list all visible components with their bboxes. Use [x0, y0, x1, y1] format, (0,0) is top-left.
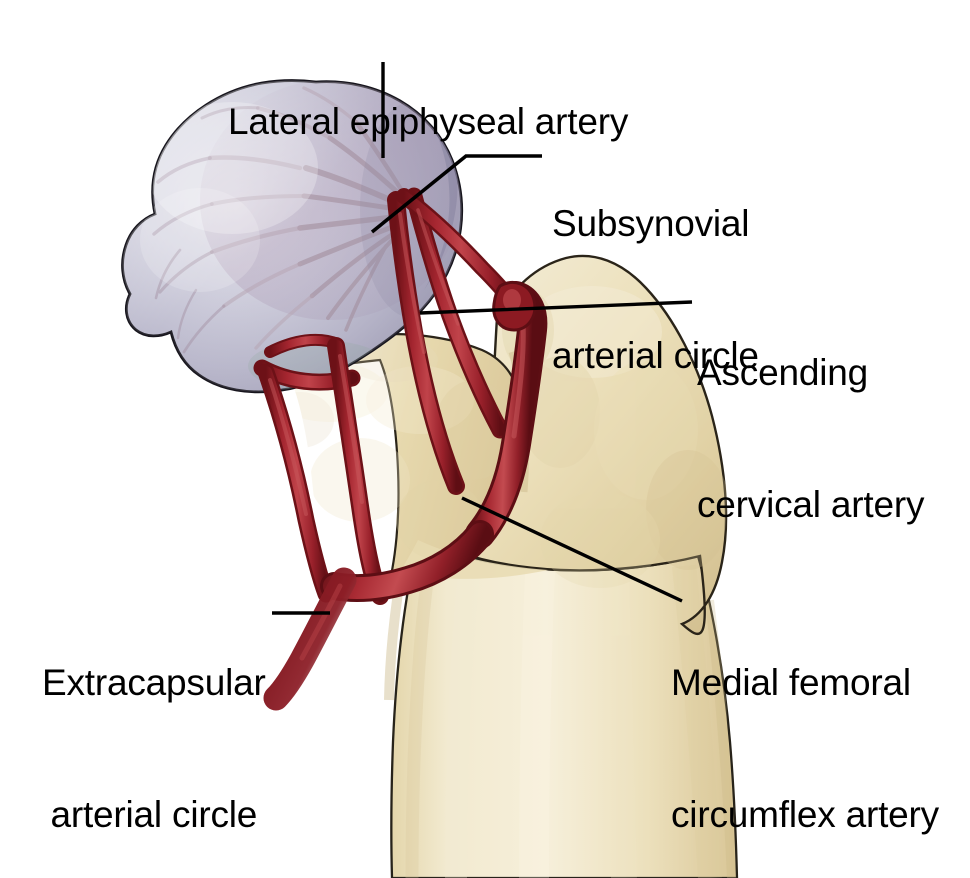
label-extracapsular-line1: Extracapsular — [42, 662, 266, 703]
label-ascending-cervical-line2: cervical artery — [697, 484, 925, 525]
leader-ascending-cervical — [419, 300, 693, 315]
label-medial-femoral-circumflex-artery: Medial femoral circumflex artery — [671, 573, 939, 878]
label-lateral-epiphyseal-artery: Lateral epiphyseal artery — [228, 12, 628, 232]
leader-subsynovial — [370, 154, 542, 234]
label-extracapsular-arterial-circle: Extracapsular arterial circle — [42, 573, 266, 878]
label-subsynovial-line1: Subsynovial — [552, 203, 750, 244]
label-extracapsular-line2: arterial circle — [50, 794, 258, 835]
label-subsynovial-arterial-circle: Subsynovial arterial circle — [552, 114, 759, 466]
femoral-shaft — [384, 538, 739, 878]
label-medial-femoral-line1: Medial femoral — [671, 662, 911, 703]
artery-network — [253, 187, 548, 711]
leader-lines — [272, 62, 693, 615]
label-lateral-epiphyseal-line1: Lateral epiphyseal artery — [228, 101, 629, 142]
label-ascending-cervical-line1: Ascending — [697, 352, 868, 393]
label-subsynovial-line2: arterial circle — [552, 335, 759, 376]
label-ascending-cervical-artery: Ascending cervical artery — [697, 263, 924, 615]
label-medial-femoral-line2: circumflex artery — [671, 794, 939, 835]
leader-medial-femoral — [461, 496, 683, 603]
